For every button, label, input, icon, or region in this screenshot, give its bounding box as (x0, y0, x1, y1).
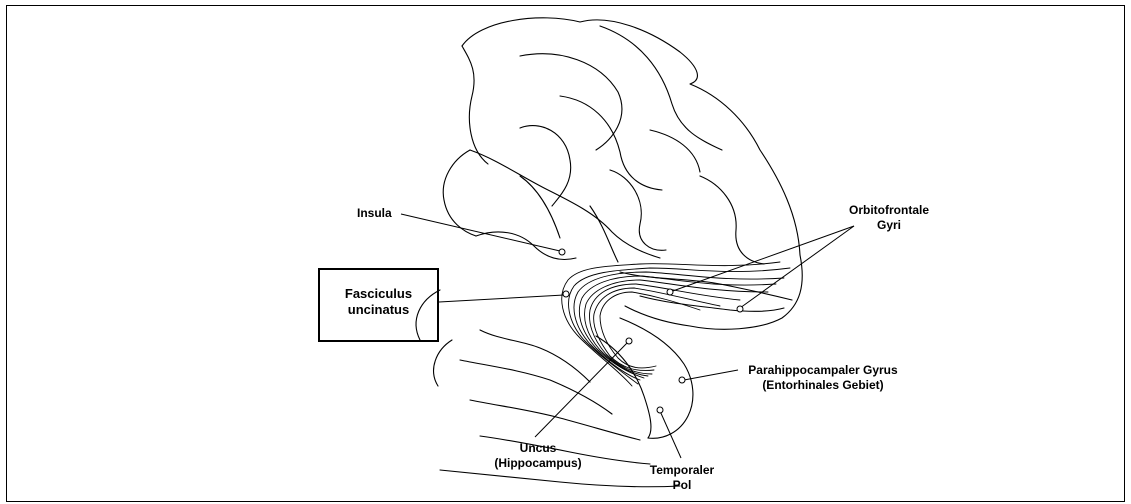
label-temporal-pole-line2: Pol (638, 478, 726, 493)
cerebellum-fold-2 (434, 340, 452, 386)
label-temporal-pole-line1: Temporaler (638, 463, 726, 478)
marker-orbitofrontal-1 (667, 289, 673, 295)
leader-parahippocampal (684, 370, 738, 380)
label-insula-text: Insula (357, 206, 392, 221)
central-gyrus (520, 54, 622, 150)
label-fasciculus-line1: Fasciculus (318, 286, 439, 302)
label-parahippocampal-line1: Parahippocampaler Gyrus (740, 363, 906, 378)
leader-fasciculus (439, 295, 564, 302)
label-uncus-line1: Uncus (478, 441, 598, 456)
label-temporal-pole: Temporaler Pol (638, 463, 726, 493)
parietal-gyrus (462, 46, 488, 164)
sulcus-3 (700, 176, 764, 264)
sulcus-1 (520, 126, 571, 206)
superior-frontal-gyrus (600, 26, 722, 150)
leader-orbitofrontal-2 (740, 226, 854, 308)
sulcus-4 (650, 130, 700, 172)
insula-contour (476, 232, 576, 260)
temporal-gyrus-left-2 (460, 360, 612, 414)
leader-insula (401, 214, 560, 251)
label-parahippocampal-line2: (Entorhinales Gebiet) (740, 378, 906, 393)
label-orbitofrontal-line1: Orbitofrontale (848, 203, 930, 218)
brain-outline (462, 18, 802, 329)
marker-insula (559, 249, 565, 255)
label-fasciculus-line2: uncinatus (318, 302, 439, 318)
label-parahippocampal: Parahippocampaler Gyrus (Entorhinales Ge… (740, 363, 906, 393)
label-uncus-line2: (Hippocampus) (478, 456, 598, 471)
leader-orbitofrontal-1 (670, 226, 854, 292)
label-uncus: Uncus (Hippocampus) (478, 441, 598, 471)
marker-orbitofrontal-2 (737, 306, 743, 312)
middle-frontal-gyrus (560, 96, 662, 190)
label-insula: Insula (357, 206, 392, 221)
label-fasciculus: Fasciculus uncinatus (318, 286, 439, 318)
marker-uncus (626, 338, 632, 344)
marker-fasciculus (563, 291, 569, 297)
temporal-gyrus-left-1 (480, 330, 590, 382)
leader-temporal-pole (660, 411, 681, 458)
label-orbitofrontal-line2: Gyri (848, 218, 930, 233)
sylvian-vessel (470, 150, 660, 258)
marker-temporal-pole (657, 407, 663, 413)
temporal-gyrus-left-3 (470, 400, 640, 440)
label-orbitofrontal: Orbitofrontale Gyri (848, 203, 930, 233)
gyrus-fold-left (443, 150, 476, 236)
leader-uncus (535, 342, 628, 437)
marker-parahippocampal (679, 377, 685, 383)
